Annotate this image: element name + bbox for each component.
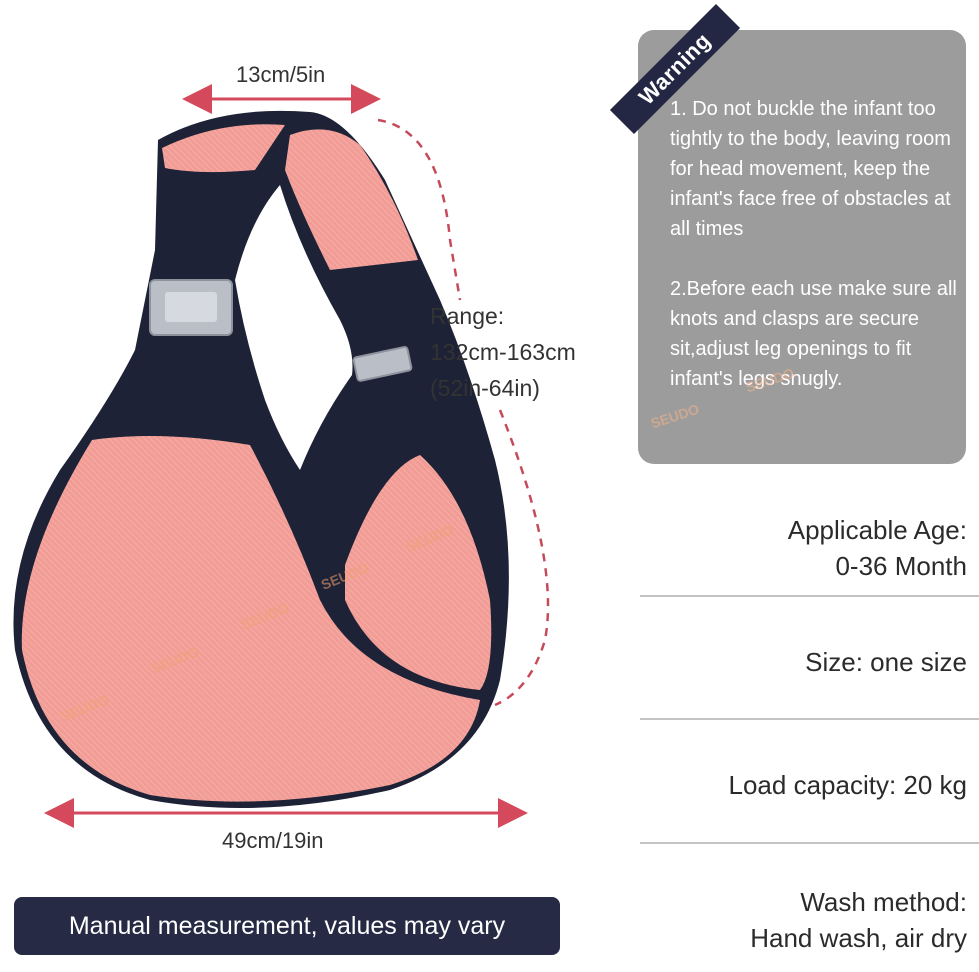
sling-illustration [13, 84, 550, 828]
warning-item-1: 1. Do not buckle the infant too tightly … [670, 98, 951, 240]
divider [640, 842, 979, 844]
measurement-note: Manual measurement, values may vary [14, 897, 560, 955]
spec-wash-label: Wash method: [800, 887, 967, 917]
spec-wash-value: Hand wash, air dry [750, 923, 967, 953]
spec-size: Size: one size [805, 647, 967, 677]
spec-load: Load capacity: 20 kg [728, 770, 968, 800]
bottom-width-label: 49cm/19in [222, 828, 324, 853]
range-dashed-curve [377, 118, 550, 707]
range-label: Range: [430, 303, 505, 329]
range-in: (52in-64in) [430, 375, 540, 401]
warning-item-2: 2.Before each use make sure all knots an… [670, 278, 957, 390]
range-block: Range: 132cm-163cm (52in-64in) [430, 298, 576, 406]
range-cm: 132cm-163cm [430, 339, 576, 365]
warning-box [638, 30, 966, 464]
spec-age: Applicable Age: 0-36 Month [788, 512, 967, 584]
spec-age-label: Applicable Age: [787, 515, 967, 545]
spec-age-value: 0-36 Month [835, 551, 967, 581]
warning-text: 1. Do not buckle the infant too tightly … [670, 94, 958, 424]
buckle-right [352, 345, 413, 382]
divider [640, 718, 979, 720]
top-width-label: 13cm/5in [236, 62, 326, 87]
spec-wash: Wash method: Hand wash, air dry [750, 884, 967, 956]
divider [640, 595, 979, 597]
